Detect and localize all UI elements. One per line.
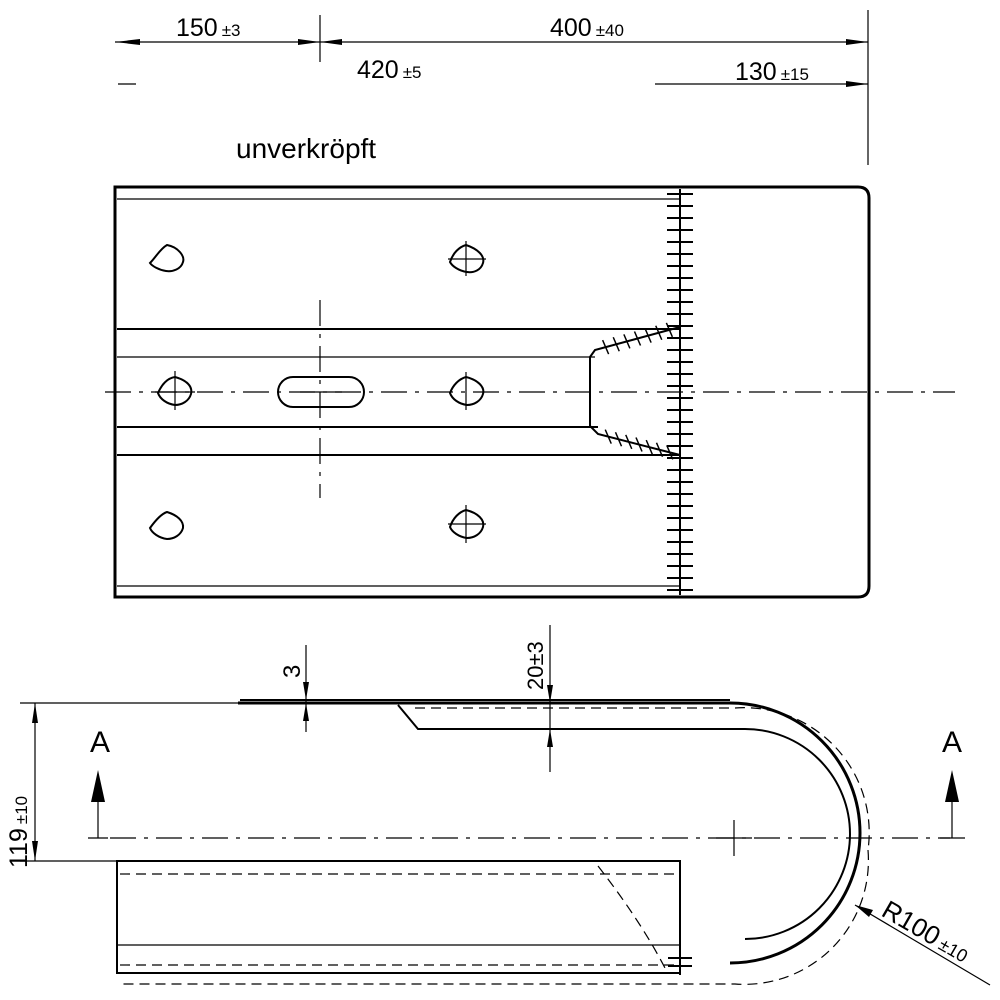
dim-150-label: 150±3 <box>176 14 241 42</box>
dim-3-label: 3 <box>279 665 306 678</box>
weld-tick <box>601 339 610 355</box>
weld-tick <box>623 334 631 349</box>
plate-outline <box>113 185 871 599</box>
arrowhead <box>846 81 868 87</box>
rail-taper <box>589 326 681 456</box>
weld-tick <box>655 325 663 341</box>
dim-420-label: 420±5 <box>357 56 422 84</box>
section-marker-left: A <box>90 726 110 759</box>
arrowhead <box>303 682 309 700</box>
weld-tick <box>644 328 652 343</box>
plan-view <box>105 185 955 599</box>
hidden-taper-line <box>597 865 666 969</box>
arrowhead <box>32 703 38 723</box>
weld-tick <box>625 434 633 450</box>
weld-tick <box>635 437 643 452</box>
section-arrow-right-head <box>945 770 959 802</box>
dim-20-label: 20±3 <box>523 641 548 690</box>
weld-tick <box>645 439 653 455</box>
weld-tick <box>665 322 674 338</box>
arrowhead <box>115 39 140 45</box>
variant-label: unverkröpft <box>236 133 376 164</box>
arrowhead <box>855 905 873 917</box>
arrowhead <box>303 703 309 721</box>
bolt-hole <box>155 371 195 410</box>
arrowhead <box>846 39 868 45</box>
radius-leader <box>854 904 991 986</box>
bolt-hole <box>148 243 185 273</box>
section-arrow-left-head <box>91 770 105 802</box>
bolt-hole <box>448 372 485 410</box>
arrowhead <box>320 39 342 45</box>
arrowhead <box>547 729 553 747</box>
upper-leg-inner <box>397 704 851 940</box>
weld-tick <box>604 429 612 444</box>
lower-leg-outline <box>116 860 681 974</box>
oblong-slot <box>277 376 365 408</box>
hidden-outline-lower <box>120 849 870 985</box>
dim-130-label: 130±15 <box>735 58 809 86</box>
hidden-outline-upper <box>415 707 870 851</box>
weld-tick <box>655 442 664 458</box>
weld-tick <box>612 336 620 352</box>
weld-tick <box>614 431 623 447</box>
side-view: 119±10 3 20±3 A A R100±10 <box>5 625 991 986</box>
dim-119-label: 119±10 <box>5 796 33 868</box>
weld-tick <box>633 331 642 346</box>
bolt-hole <box>448 241 486 276</box>
radius-label: R100±10 <box>877 894 975 968</box>
dim-400-label: 400±40 <box>550 14 624 42</box>
weld-seam-vertical <box>667 193 693 591</box>
weld-seam-taper <box>601 322 674 460</box>
section-marker-right: A <box>942 726 962 759</box>
bolt-hole <box>448 505 486 543</box>
top-dimensions: 150±3 400±40 420±5 130±15 unverkröpft <box>115 10 869 165</box>
weld-tick <box>666 445 674 460</box>
arrowhead <box>32 841 38 861</box>
arrowhead <box>547 685 553 703</box>
bolt-hole <box>148 510 185 541</box>
arrowhead <box>298 39 320 45</box>
